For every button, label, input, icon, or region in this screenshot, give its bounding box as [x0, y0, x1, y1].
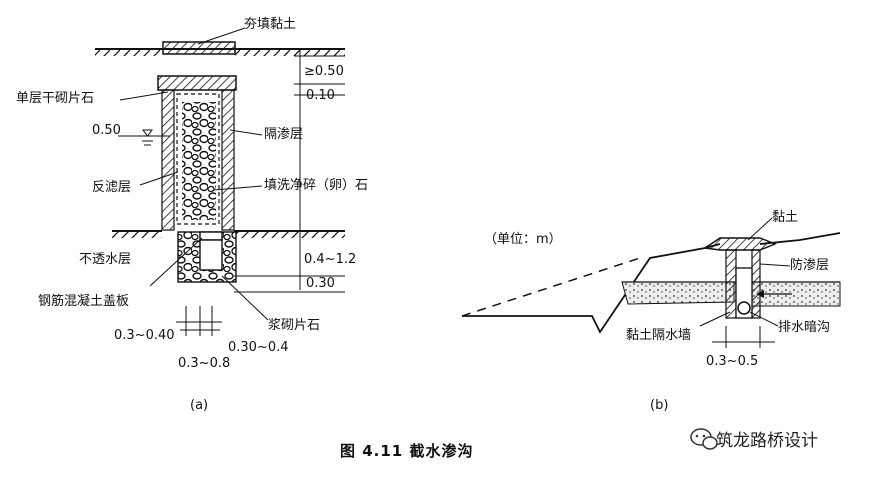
- gravel-fill: [182, 102, 216, 220]
- label-single-layer-stone: 单层干砌片石: [16, 91, 95, 106]
- watermark-logo: [690, 428, 718, 450]
- watermark: 筑龙路桥设计: [716, 431, 818, 451]
- label-rammed-clay: 夯填黏土: [244, 17, 297, 32]
- label-drain: 排水暗沟: [778, 320, 831, 335]
- dim-width-total: 0.3~0.8: [178, 356, 231, 371]
- figure-b: [461, 217, 841, 348]
- dim-width-b-panel: 0.3~0.5: [706, 354, 759, 369]
- label-filter-layer: 反滤层: [92, 180, 132, 195]
- drain-pipe-b: [737, 301, 751, 315]
- figure-a: [95, 27, 345, 336]
- figure-caption: 图 4.11 截水渗沟: [340, 442, 474, 460]
- dim-depth-range: 0.4~1.2: [304, 252, 357, 267]
- dim-bottom-layer: 0.30: [306, 276, 335, 291]
- rammed-clay-cap: [162, 41, 236, 55]
- label-clean-gravel: 填洗净碎（卵）石: [264, 178, 369, 193]
- dim-top-min: ≥0.50: [304, 64, 344, 79]
- label-rc-cover: 钢筋混凝土盖板: [38, 294, 130, 309]
- left-wall: [161, 89, 175, 231]
- stone-slab: [157, 75, 237, 91]
- label-clay-b: 黏土: [772, 210, 799, 225]
- anti-seep-b: [751, 249, 761, 319]
- label-mortar-stone: 浆砌片石: [268, 318, 321, 333]
- drain-channel: [199, 239, 223, 271]
- clay-cap-b: [703, 237, 777, 251]
- dim-top-layer: 0.10: [306, 88, 335, 103]
- label-impervious-layer: 不透水层: [79, 252, 132, 267]
- panel-label-b: (b): [650, 398, 669, 413]
- clay-wall-b: [725, 249, 737, 319]
- label-unit: （单位：m）: [484, 232, 562, 247]
- right-wall: [221, 89, 235, 231]
- rc-cover-slab: [199, 231, 223, 241]
- dim-width-b: 0.30~0.4: [228, 340, 289, 355]
- label-water-level: 0.50: [92, 123, 121, 138]
- label-clay-wall: 黏土隔水墙: [626, 328, 692, 343]
- label-impervious-separator: 隔渗层: [264, 127, 304, 142]
- label-anti-seep: 防渗层: [790, 258, 830, 273]
- panel-label-a: (a): [190, 398, 209, 413]
- dim-width-a: 0.3~0.40: [114, 328, 175, 343]
